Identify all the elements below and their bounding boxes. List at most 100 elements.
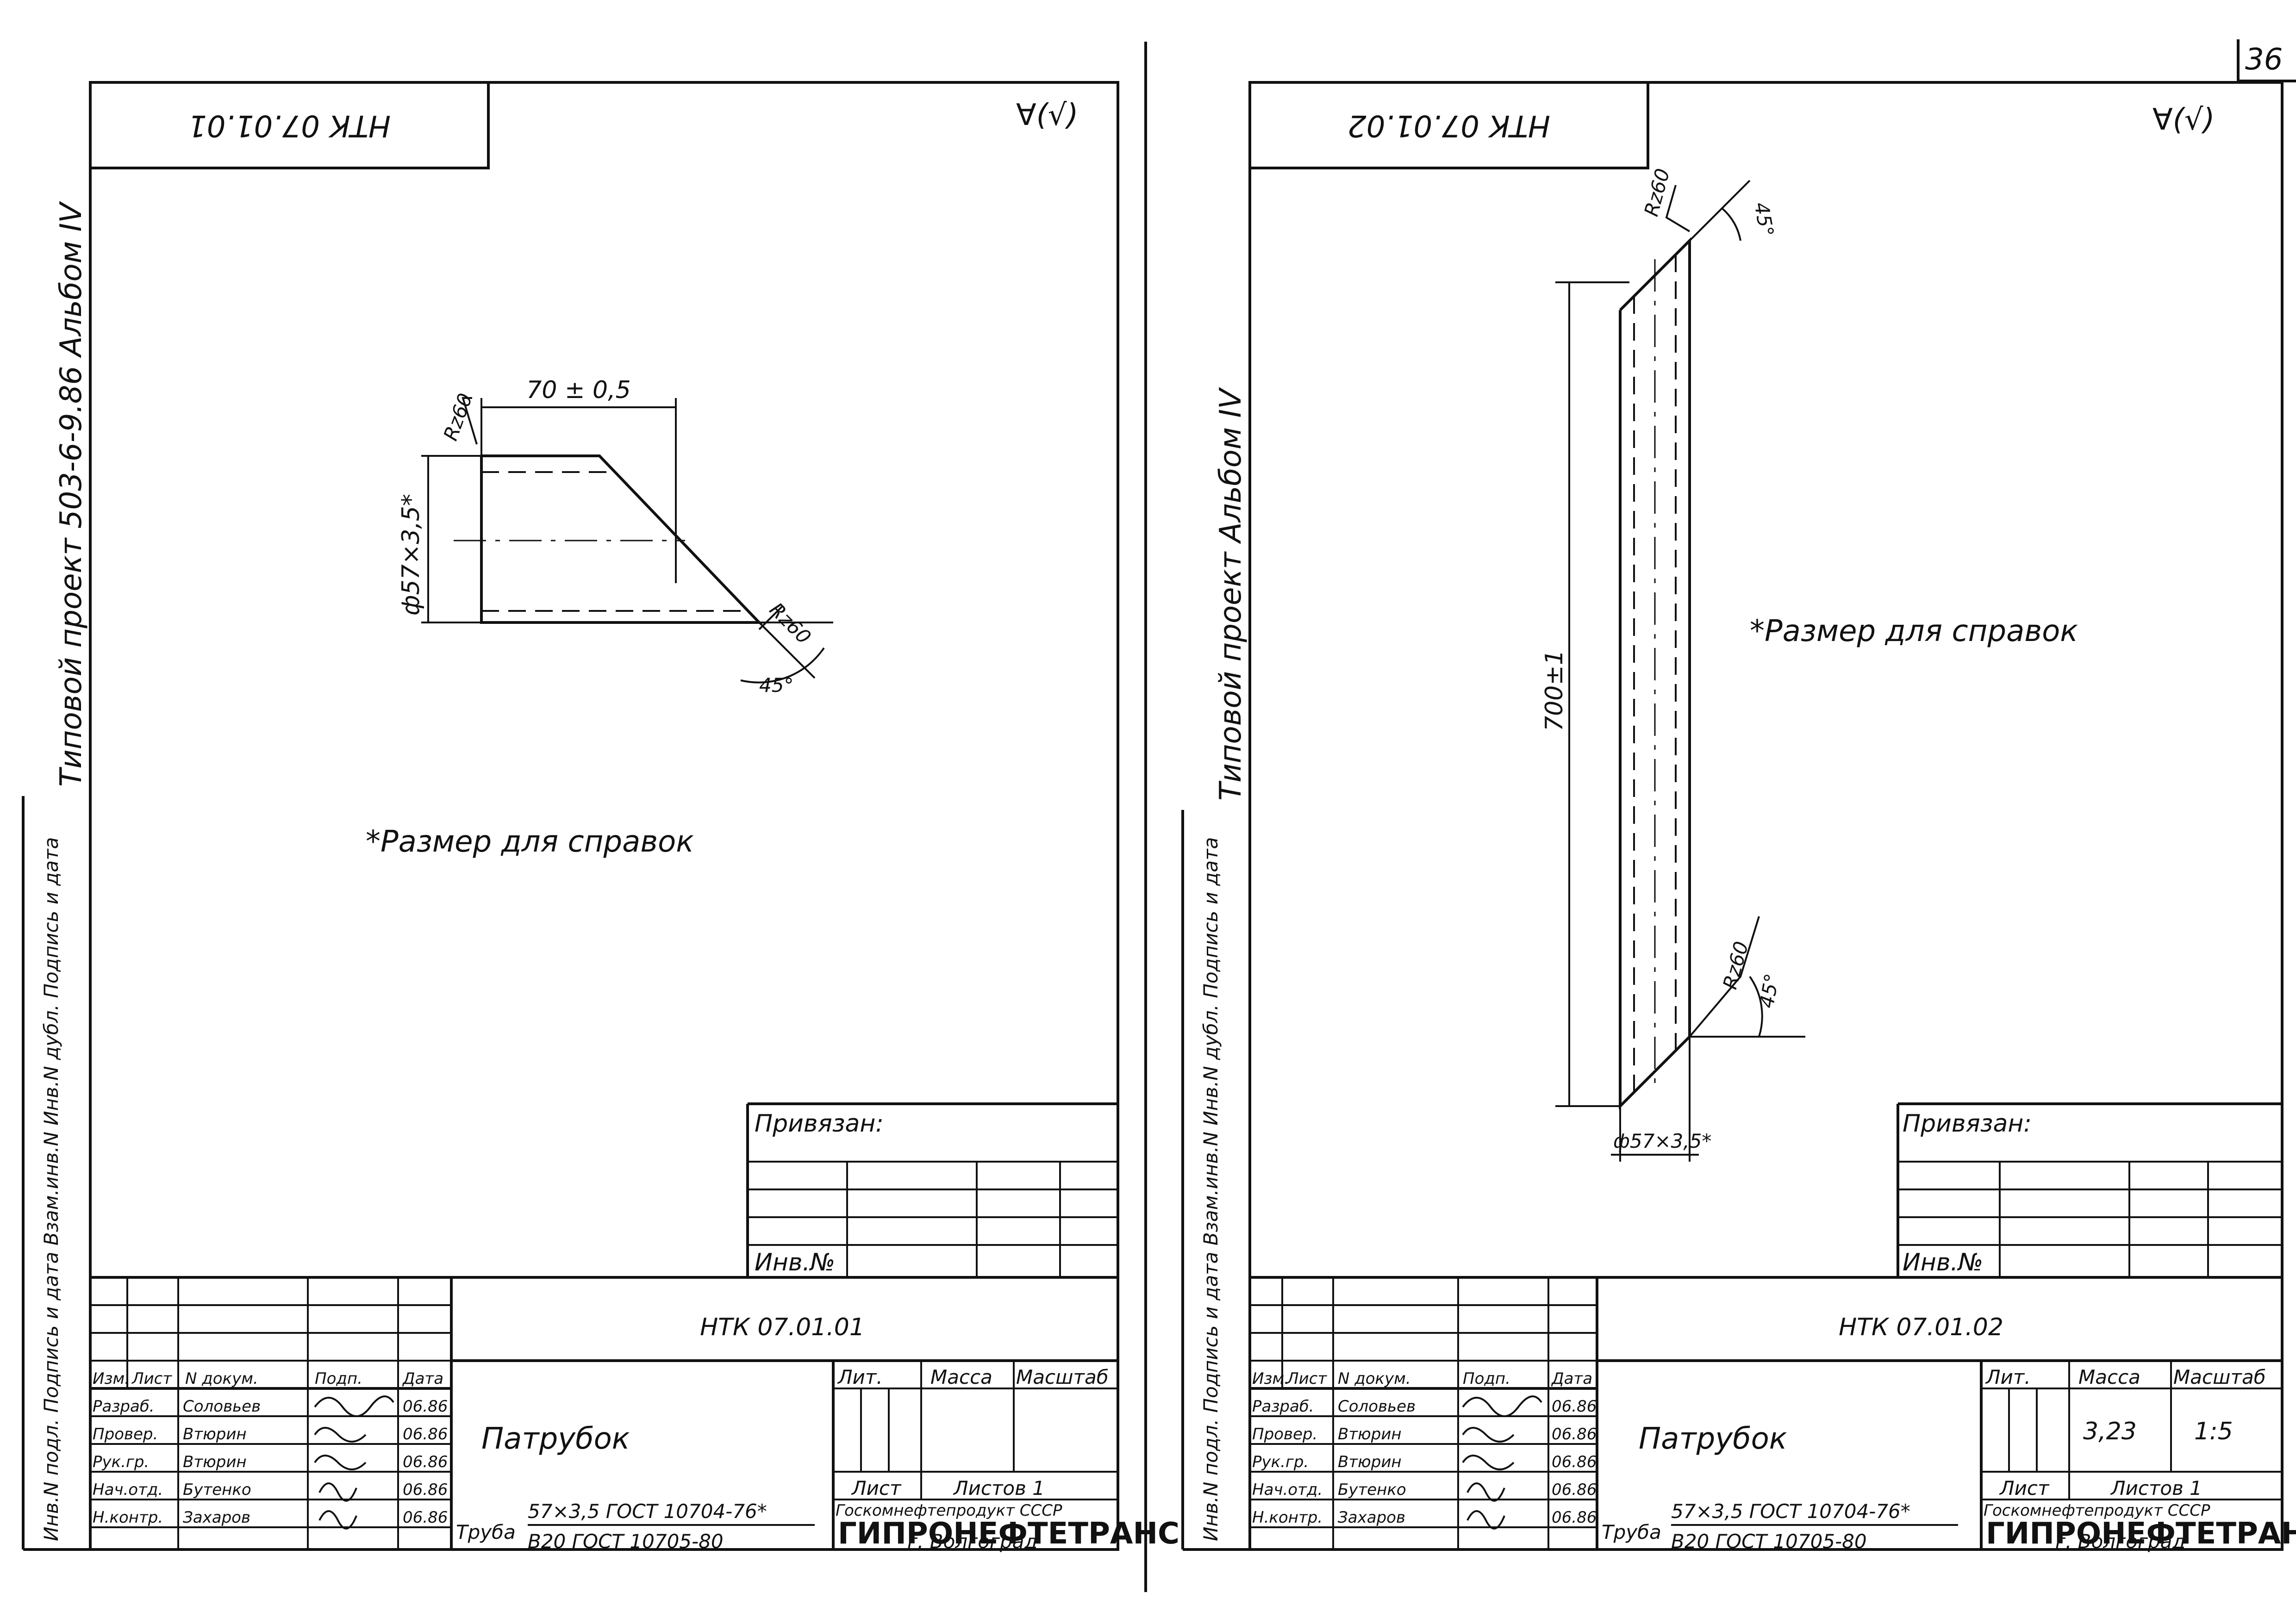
signature-1 [314,1395,394,1417]
left-org-3: г. Волгоград [907,1530,1037,1553]
left-mass-label: Масса [930,1366,992,1388]
right-inv-no: Инв.№ [1903,1249,1983,1276]
right-mass: 3,23 [2083,1418,2137,1445]
date-nkontr: 06.86 [403,1508,448,1527]
r-role-prover: Провер. [1252,1425,1317,1444]
right-privyazan-block: Привязан: Инв.№ [1897,1102,2282,1277]
right-note: *Размер для справок [1750,614,2078,648]
page-number-box: 36 [2237,39,2296,82]
right-frame [1248,81,2284,1551]
date-razrab: 06.86 [403,1397,448,1416]
left-privyazan-block: Привязан: Инв.№ [746,1102,1118,1277]
r-date-nkontr: 06.86 [1552,1508,1597,1527]
right-sheets-label: Листов 1 [2110,1477,2202,1500]
left-inv-no: Инв.№ [755,1249,835,1276]
r-col-doc: N докум. [1338,1369,1411,1388]
r-name-rukgr: Втюрин [1338,1453,1402,1471]
right-angle-bottom: 45° [1755,972,1784,1010]
right-header-box [1248,81,1649,169]
signature-2 [314,1427,367,1443]
role-nachotd: Нач.отд. [93,1481,163,1499]
right-sheet: НТК 07.01.02 ∀(√) Типовой проект Альбом … [1181,81,2296,1553]
role-razrab: Разраб. [93,1397,155,1416]
left-part-drawing: 70 ± 0,5 ф57×3,5* Rz60 Rz60 45° [397,376,833,697]
right-scale-label: Масштаб [2173,1366,2266,1388]
left-rough-top: Rz60 [439,390,477,443]
r-signature-4 [1466,1482,1505,1502]
name-nachotd: Бутенко [183,1481,251,1499]
left-privyazan: Привязан: [755,1110,884,1138]
right-dim-diameter: ф57×3,5* [1613,1130,1711,1152]
right-sheet-label: Лист [1999,1477,2050,1500]
left-material-prefix: Труба [456,1521,516,1543]
r-col-list: Лист [1286,1369,1327,1388]
right-scale: 1:5 [2194,1418,2233,1445]
right-dim-length: 700±1 [1541,650,1568,731]
right-material-1: 57×3,5 ГОСТ 10704-76* [1671,1500,1910,1523]
left-part-name: Патрубок [481,1422,630,1456]
right-side-fields: Инв.N подл. Подпись и дата Взам.инв.N Ин… [1199,837,1222,1541]
role-prover: Провер. [93,1425,158,1444]
right-roughness-mark: ∀(√) [2152,103,2215,137]
left-note: *Размер для справок [366,825,694,859]
col-doc: N докум. [185,1369,258,1388]
left-header-code: НТК 07.01.01 [188,108,391,143]
left-org-2: ГИПРОНЕФТЕТРАНС [838,1517,1179,1551]
col-sign: Подп. [315,1369,362,1388]
r-date-razrab: 06.86 [1552,1397,1597,1416]
right-material-2: В20 ГОСТ 10705-80 [1671,1530,1867,1553]
r-col-sign: Подп. [1463,1369,1510,1388]
left-header-box [89,81,490,169]
signature-5 [318,1510,357,1530]
col-date: Дата [402,1369,443,1388]
r-col-date: Дата [1551,1369,1592,1388]
r-date-prover: 06.86 [1552,1425,1597,1444]
col-izm: Изм. [93,1369,130,1388]
right-designation: НТК 07.01.02 [1839,1313,2003,1341]
name-prover: Втюрин [183,1425,247,1444]
left-sheets-label: Листов 1 [953,1477,1045,1500]
date-prover: 06.86 [403,1425,448,1444]
left-dim-length: 70 ± 0,5 [526,376,631,404]
r-date-rukgr: 06.86 [1552,1453,1597,1471]
r-role-nachotd: Нач.отд. [1252,1481,1323,1499]
left-org-1: Госкомнефтепродукт СССР [836,1501,1062,1520]
right-part-name: Патрубок [1639,1422,1787,1456]
name-rukgr: Втюрин [183,1453,247,1471]
date-nachotd: 06.86 [403,1481,448,1499]
left-title-block: НТК 07.01.01 Изм. Лист N докум. Подп. Да… [90,1276,1179,1553]
r-role-nkontr: Н.контр. [1252,1508,1323,1527]
r-signature-3 [1462,1455,1515,1470]
left-material-1: 57×3,5 ГОСТ 10704-76* [528,1500,767,1523]
right-side-title: Типовой проект Альбом IV [1214,387,1248,801]
left-frame [89,81,1119,1551]
col-list: Лист [131,1369,172,1388]
page-number: 36 [2245,43,2283,77]
right-org-3: г. Волгоград [2055,1530,2185,1553]
r-role-razrab: Разраб. [1252,1397,1314,1416]
r-name-razrab: Соловьев [1338,1397,1416,1416]
r-name-nachotd: Бутенко [1338,1481,1406,1499]
left-sheet: НТК 07.01.01 ∀(√) Типовой проект 503-6-9… [22,81,1179,1553]
name-nkontr: Захаров [183,1508,250,1527]
right-rough-bottom: Rz60 [1718,939,1753,992]
right-lit: Лит. [1985,1366,2031,1388]
left-material-2: В20 ГОСТ 10705-80 [528,1530,724,1553]
left-dim-diameter: ф57×3,5* [397,494,425,616]
right-org-1: Госкомнефтепродукт СССР [1984,1501,2210,1520]
r-date-nachotd: 06.86 [1552,1481,1597,1499]
name-razrab: Соловьев [183,1397,261,1416]
right-material-prefix: Труба [1602,1521,1661,1543]
signature-3 [314,1455,367,1470]
r-signature-5 [1466,1510,1505,1530]
r-name-nkontr: Захаров [1338,1508,1405,1527]
r-signature-1 [1462,1395,1542,1417]
right-angle-top: 45° [1750,200,1778,238]
signature-4 [318,1482,357,1502]
date-rukgr: 06.86 [403,1453,448,1471]
role-rukgr: Рук.гр. [93,1453,149,1471]
r-role-rukgr: Рук.гр. [1252,1453,1309,1471]
r-col-izm: Изм. [1252,1369,1289,1388]
left-sheet-label: Лист [851,1477,902,1500]
